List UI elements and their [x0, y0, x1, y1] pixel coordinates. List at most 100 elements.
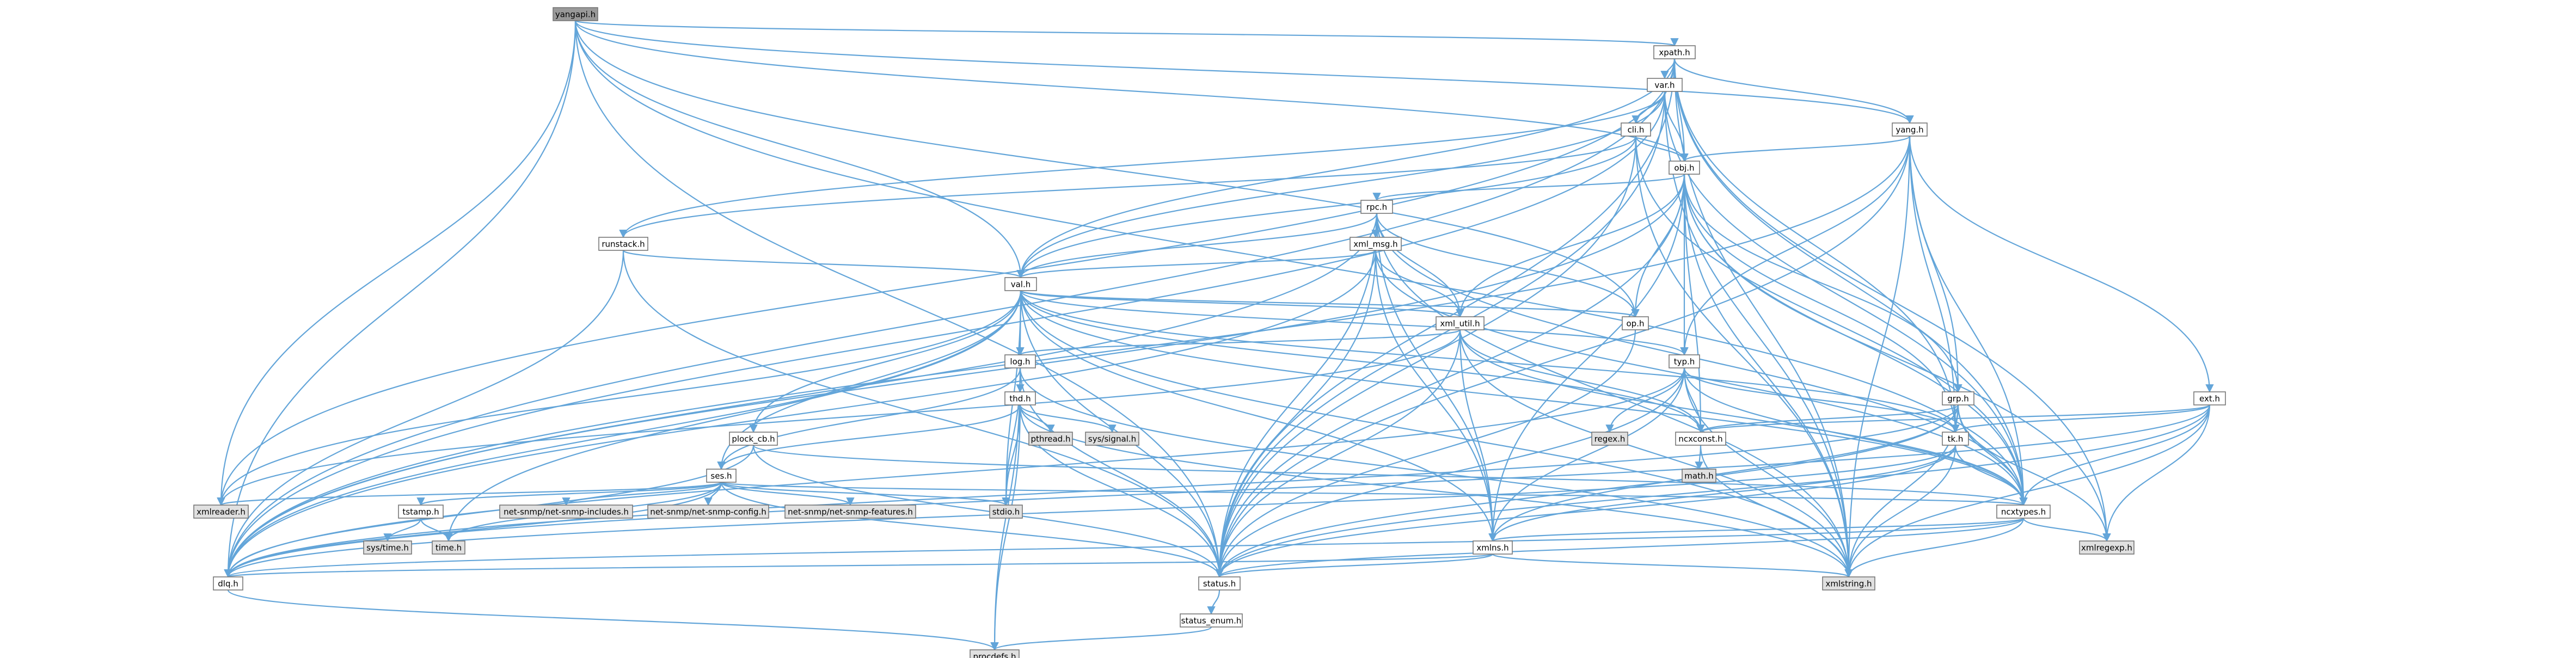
edge-cli-to-ncxtypes	[1635, 136, 2028, 506]
node-status_enum[interactable]: status_enum.h	[1180, 613, 1243, 628]
node-label: plock_cb.h	[732, 434, 775, 445]
edge-ncxtypes-to-xmlns	[1488, 517, 2025, 542]
node-xml_msg[interactable]: xml_msg.h	[1350, 237, 1402, 251]
node-ext[interactable]: ext.h	[2193, 391, 2226, 405]
node-val[interactable]: val.h	[1004, 277, 1037, 291]
node-log[interactable]: log.h	[1004, 354, 1036, 368]
edge-rpc-to-dlq	[224, 213, 1378, 578]
edge-xml_util-to-log	[1016, 329, 1461, 356]
node-op[interactable]: op.h	[1622, 316, 1649, 330]
node-label: runstack.h	[602, 239, 645, 249]
edge-log-to-xmlstring	[1019, 367, 1853, 578]
node-net_snmp_includes: net-snmp/net-snmp-includes.h	[499, 505, 633, 519]
edge-val-to-typ	[1020, 290, 1689, 356]
edge-tk-to-dlq	[224, 445, 1956, 578]
node-runstack[interactable]: runstack.h	[598, 237, 648, 251]
edge-val-to-op	[1020, 290, 1640, 318]
node-label: cli.h	[1628, 125, 1645, 135]
edge-xpath-to-xmlregexp	[1673, 58, 2111, 542]
node-thd[interactable]: thd.h	[1004, 391, 1036, 405]
node-yang[interactable]: yang.h	[1892, 122, 1928, 137]
edge-yang-to-obj	[1680, 135, 1911, 162]
edge-xml_util-to-xmlstring	[1459, 329, 1853, 578]
node-label: stdio.h	[992, 507, 1020, 517]
edge-tk-to-xmlstring	[1844, 445, 1956, 578]
edge-tstamp-to-systime	[383, 518, 422, 542]
node-typ[interactable]: typ.h	[1669, 354, 1700, 368]
node-label: xmlreader.h	[197, 507, 246, 517]
node-box	[1669, 354, 1700, 368]
node-label: procdefs.h	[973, 652, 1016, 658]
edge-ext-to-dlq	[224, 404, 2211, 578]
edge-thd-to-procdefs	[990, 404, 1021, 651]
edge-ses-to-xmlreader	[217, 481, 722, 506]
node-label: net-snmp/net-snmp-config.h	[650, 507, 766, 517]
edge-ext-to-xmlregexp	[2102, 404, 2211, 542]
edge-xmlns-to-status	[1215, 553, 1494, 578]
node-grp[interactable]: grp.h	[1942, 391, 1974, 405]
node-var[interactable]: var.h	[1647, 78, 1683, 92]
edge-xml_msg-to-dlq	[224, 250, 1377, 578]
edge-yang-to-xmlstring	[1844, 136, 1911, 578]
node-tk[interactable]: tk.h	[1942, 432, 1969, 446]
node-obj[interactable]: obj.h	[1669, 161, 1700, 175]
edge-ses-to-net_snmp_features	[720, 482, 855, 506]
edge-ses-to-ncxtypes	[720, 481, 2027, 506]
edge-obj-to-xmlns	[1488, 174, 1685, 542]
node-rpc[interactable]: rpc.h	[1360, 200, 1393, 214]
node-label: pthread.h	[1031, 434, 1071, 444]
node-box	[432, 540, 465, 555]
node-ncxtypes[interactable]: ncxtypes.h	[1996, 505, 2051, 519]
node-label: yangapi.h	[555, 10, 596, 20]
edge-rpc-to-val	[1016, 213, 1378, 279]
node-xml_util[interactable]: xml_util.h	[1436, 316, 1485, 330]
node-label: xml_util.h	[1440, 319, 1480, 329]
node-box	[1682, 469, 1716, 483]
edge-obj-to-xmlregexp	[1683, 174, 2111, 542]
node-box	[398, 505, 444, 519]
node-label: sys/signal.h	[1088, 434, 1136, 444]
node-xmlns[interactable]: xmlns.h	[1473, 540, 1513, 555]
edge-runstack-to-val	[622, 249, 1025, 279]
node-label: ncxtypes.h	[2001, 507, 2046, 517]
edge-yang-to-grp	[1909, 136, 1962, 393]
node-procdefs: procdefs.h	[970, 649, 1020, 658]
node-box	[1004, 391, 1036, 405]
node-box	[499, 505, 633, 519]
node-box	[1180, 613, 1243, 628]
edge-runstack-to-dlq	[224, 250, 624, 578]
node-ncxconst[interactable]: ncxconst.h	[1675, 432, 1726, 446]
node-box	[553, 7, 598, 21]
node-syssignal: sys/signal.h	[1085, 432, 1139, 446]
edge-typ-to-regex	[1605, 367, 1685, 433]
edge-ses-to-stdio	[720, 481, 1010, 506]
node-label: sys/time.h	[366, 543, 409, 553]
edge-val-to-xmlreader	[217, 290, 1022, 506]
edge-val-to-xmlns	[1020, 290, 1497, 542]
edge-var-to-xmlstring	[1664, 91, 1853, 578]
node-box	[598, 237, 648, 251]
edge-thd-to-pthread	[1019, 404, 1055, 433]
node-regex: regex.h	[1591, 432, 1628, 446]
edge-yangapi-to-xpath	[574, 20, 1678, 47]
edge-yangapi-to-status	[574, 20, 1224, 578]
node-plock_cb[interactable]: plock_cb.h	[729, 432, 778, 446]
edge-typ-to-xmlns	[1488, 367, 1685, 542]
edge-plock_cb-to-status	[752, 445, 1224, 578]
node-systime: sys/time.h	[363, 540, 412, 555]
edge-rpc-to-xmlns	[1376, 213, 1497, 542]
node-ses[interactable]: ses.h	[706, 469, 737, 483]
node-status[interactable]: status.h	[1198, 576, 1241, 591]
node-tstamp[interactable]: tstamp.h	[398, 505, 444, 519]
node-cli[interactable]: cli.h	[1621, 122, 1651, 137]
node-dlq[interactable]: dlq.h	[213, 576, 243, 591]
node-yangapi[interactable]: yangapi.h	[553, 7, 598, 21]
node-label: math.h	[1684, 471, 1713, 481]
node-label: thd.h	[1009, 394, 1031, 404]
edge-thd-to-syssignal	[1019, 404, 1117, 433]
node-label: rpc.h	[1366, 202, 1387, 212]
node-xpath[interactable]: xpath.h	[1653, 45, 1696, 59]
node-time: time.h	[432, 540, 465, 555]
edge-log-to-ses	[717, 367, 1021, 470]
edge-ncxtypes-to-dlq	[224, 518, 2025, 578]
